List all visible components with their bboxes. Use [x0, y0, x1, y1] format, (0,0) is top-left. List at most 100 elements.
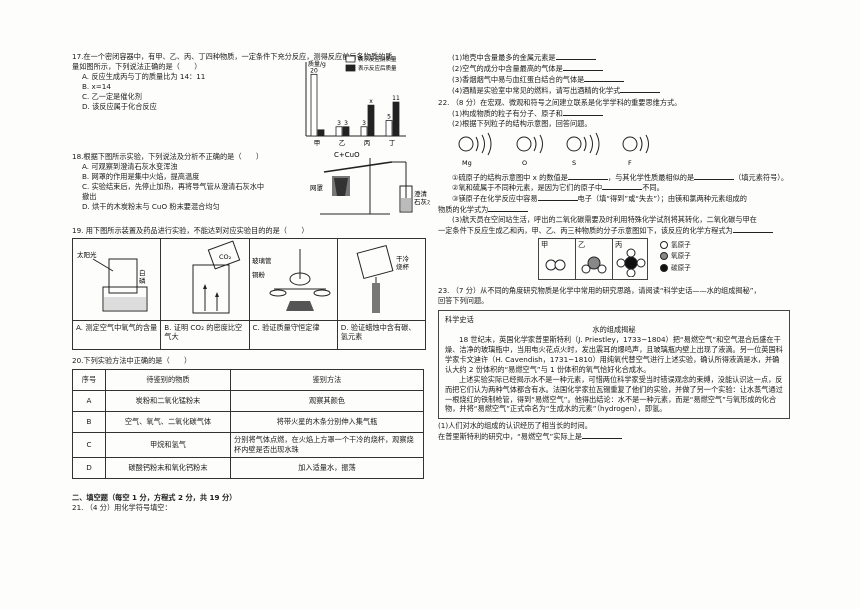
q19-caption-a: A. 测定空气中氧气的含量 — [73, 319, 161, 349]
q21-item-4: (4)酒精是实验室中常见的燃料，请写出酒精的化学式 — [438, 85, 788, 96]
bar-after — [367, 104, 375, 137]
bar-after — [392, 101, 400, 137]
header-cell: 待鉴别的物质 — [105, 368, 231, 391]
svg-text:铜粉: 铜粉 — [252, 270, 266, 279]
legend-swatch — [345, 64, 356, 72]
right-column: (1)地壳中含量最多的金属元素是 (2)空气的成分中含量最高的气体是 (3)香烟… — [438, 52, 790, 442]
left-column: 17.在一个密闭容器中，有甲、乙、丙、丁四种物质，一定条件下充分反应，测得反应前… — [72, 52, 430, 513]
q17-option-a: A. 反应生成丙与丁的质量比为 14：11 — [82, 71, 206, 81]
category-label: 乙 — [339, 139, 346, 147]
category-label: 甲 — [314, 139, 321, 147]
legend-label: 表示反应前质量 — [358, 55, 397, 63]
q21-item-1: (1)地壳中含量最多的金属元素是 — [438, 52, 788, 63]
category-label: 丁 — [389, 139, 396, 147]
box-paragraph-2: 上述实验实际已经揭示水不是一种元素，可惜两位科学家受当时错误观念的束缚，没能认识… — [445, 374, 783, 414]
q19-figure-a: 太阳光 白 磷 A. 测定空气中氧气的含量 — [73, 238, 162, 349]
q22-sub-2: ②氧和硫属于不同种元素，是因为它们的原子中不同。 — [452, 183, 664, 193]
q17-option-d: D. 该反应属于化合反应 — [82, 101, 157, 111]
q19-figure-d: 干冷 烧杯 D. 验证蜡烛中含有碳、氢元素 — [337, 239, 425, 349]
science-history-box: 科学史话 水的组成揭秘 18 世纪末，英国化学家普里斯特利（J. Priestl… — [438, 310, 790, 420]
data-label: 20 — [310, 67, 318, 74]
svg-text:干冷: 干冷 — [396, 254, 410, 263]
bar-before — [385, 120, 393, 137]
q22-stem: 22. （8 分）在宏观、微观和符号之间建立联系是化学学科的重要思维方式。 — [438, 97, 682, 107]
q23-part-1-question: 在普里斯特利的研究中，“易燃空气”实际上是 — [438, 431, 788, 442]
data-label: 11 — [392, 95, 400, 102]
q19-caption-c: C. 验证质量守恒定律 — [249, 319, 337, 349]
molecule-figure: 甲 乙 丙 氢原子 氧原子 碳原子 — [438, 238, 788, 282]
bar-after — [342, 126, 350, 137]
q19-figures: 太阳光 白 磷 A. 测定空气中氧气的含量 — [72, 237, 426, 350]
q19-caption-d: D. 验证蜡烛中含有碳、氢元素 — [337, 319, 425, 349]
q17-stem: 17.在一个密闭容器中，有甲、乙、丙、丁四种物质，一定条件下充分反应，测得反应前… — [72, 52, 393, 61]
q22-part-1: (1)构成物质的粒子有分子、原子和 — [438, 108, 788, 119]
svg-text:CO₂: CO₂ — [219, 253, 232, 261]
bar-before — [335, 126, 343, 137]
carbon-reduction-apparatus-figure: C+CuO 网罩 澄清 石灰水 — [310, 151, 430, 215]
box-paragraph-1: 18 世纪末，英国化学家普里斯特利（J. Priestley，1733~1804… — [445, 334, 783, 374]
atom-label: O — [522, 159, 527, 167]
q23-part-1: (1)人们对水的组成的认识经历了相当长的时间。 — [438, 421, 592, 431]
q17-option-c: C. 乙一定是催化剂 — [82, 91, 142, 101]
q18-option-d: D. 烘干的木炭粉末与 CuO 粉末要混合均匀 — [82, 201, 220, 211]
svg-text:磷: 磷 — [139, 276, 146, 285]
q19-figure-b: CO₂ B. 证明 CO₂ 的密度比空气大 — [161, 238, 250, 349]
svg-text:玻璃管: 玻璃管 — [252, 256, 272, 265]
box-title: 水的组成揭秘 — [592, 324, 636, 334]
legend-label: 表示反应后质量 — [358, 64, 397, 72]
data-label: 5 — [387, 114, 391, 121]
atom-label: F — [628, 159, 632, 167]
q18-block: 18.根据下图所示实验，下列说法及分析不正确的是（ ） A. 可观察到澄清石灰水… — [72, 151, 430, 224]
data-label: 3 — [344, 120, 348, 127]
data-label: 3 — [337, 120, 341, 127]
svg-text:烧杯: 烧杯 — [396, 262, 410, 271]
table-header-row: 序号 待鉴别的物质 鉴别方法 — [72, 368, 424, 391]
q22-part-3-cont: 一定条件下反应生成乙和丙，甲、乙、丙三种物质的分子示意图如下，该反应的化学方程式… — [438, 225, 788, 236]
atom-label: S — [572, 159, 576, 167]
atom-structure-diagrams: Mg O S F — [458, 132, 649, 167]
formula-label: C+CuO — [334, 151, 360, 159]
molecule-legend: 氢原子 氧原子 碳原子 — [660, 240, 691, 274]
section-two-title: 二、填空题（每空 1 分，方程式 2 分，共 19 分） — [72, 492, 237, 502]
q18-option-a: A. 可观察到澄清石灰水变浑浊 — [82, 161, 178, 171]
molecule-table: 甲 乙 丙 — [538, 238, 648, 281]
q22-sub-1: ①硫原子的结构示意图中 x 的数值是，与其化学性质最相似的是（填元素符号）。 — [452, 172, 789, 182]
bar-after — [317, 129, 325, 137]
q17-stem-cont: 量如图所示，下列说法正确的是（ ） — [72, 61, 202, 71]
q22-part-3: (3)航天员在空间站生活，呼出的二氧化碳需要及时利用特殊化学试剂将其转化，二氧化… — [452, 215, 757, 225]
limewater-label-1: 澄清 — [414, 189, 428, 198]
q20-stem: 20.下列实验方法中正确的是（ ） — [72, 355, 192, 365]
mesh-label: 网罩 — [310, 184, 324, 192]
q17-block: 17.在一个密闭容器中，有甲、乙、丙、丁四种物质，一定条件下充分反应，测得反应前… — [72, 52, 422, 152]
header-cell: 序号 — [72, 368, 106, 391]
svg-text:白: 白 — [139, 268, 146, 277]
q22-sub-3: ③镁原子在化学反应中容易电子（填“得到”或“失去”）；由镁和氯两种元素组成的 — [452, 194, 747, 204]
q21-item-2: (2)空气的成分中含量最高的气体是 — [438, 63, 788, 74]
q22-sub-3-cont: 物质的化学式为 — [438, 204, 788, 215]
legend-swatch — [345, 55, 356, 63]
category-label: 丙 — [364, 139, 371, 147]
data-label: 3 — [362, 120, 366, 127]
q23-stem-cont: 回答下列问题。 — [438, 296, 489, 306]
data-label: x — [369, 98, 373, 105]
svg-text:太阳光: 太阳光 — [77, 250, 97, 259]
header-cell: 鉴别方法 — [230, 368, 424, 391]
q19-caption-b: B. 证明 CO₂ 的密度比空气大 — [161, 319, 249, 349]
q19-stem: 19. 用下图所示装置及药品进行实验，不能达到对应实验目的的是（ ） — [72, 226, 309, 235]
q17-option-b: B. x=14 — [82, 81, 111, 91]
box-tag: 科学史话 — [445, 315, 474, 324]
bar-before — [310, 73, 318, 137]
q18-stem: 18.根据下图所示实验，下列说法及分析不正确的是（ ） — [72, 152, 264, 161]
q18-option-c: C. 实验结束后，先停止加热，再将导气管从澄清石灰水中 — [82, 181, 265, 191]
q19-figure-c: 玻璃管 铜粉 C. 验证质量守恒定律 — [249, 238, 338, 349]
q21-stem: 21. （4 分）用化学符号填空： — [72, 502, 172, 512]
q23-stem: 23. （7 分）从不同的角度研究物质是化学中常用的研究思路，请阅读“科学史话—… — [438, 286, 761, 296]
q21-item-3: (3)香烟烟气中易与血红蛋白结合的气体是 — [438, 74, 788, 85]
